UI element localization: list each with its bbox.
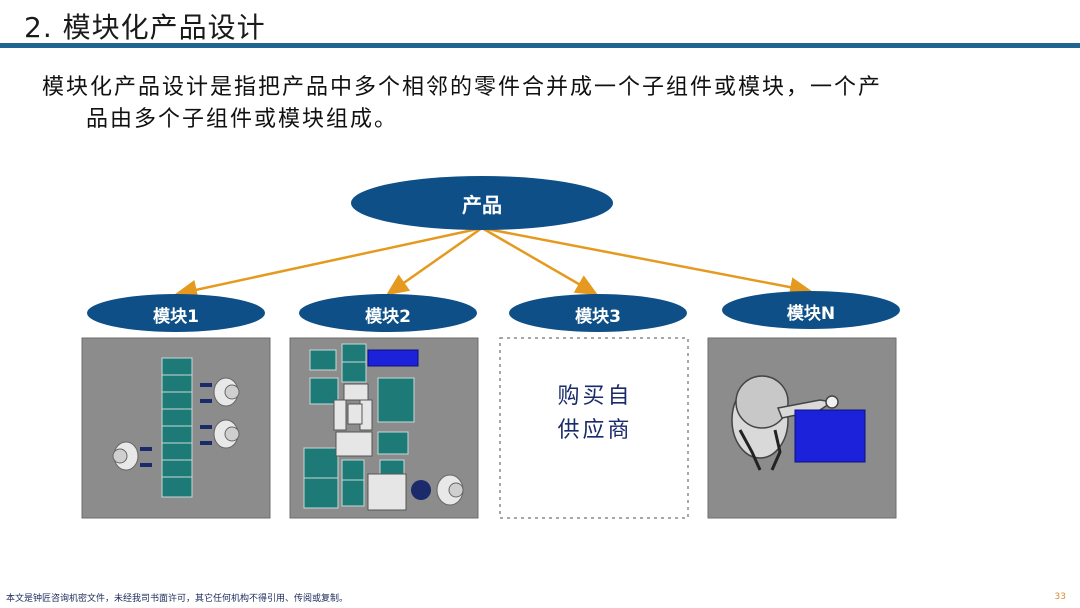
product-label: 产品	[462, 193, 502, 217]
white-box-icon	[367, 473, 407, 511]
connector-arrows	[174, 226, 813, 300]
supplier-text: 购买自 供应商	[500, 380, 690, 448]
blue-machine-icon	[367, 349, 419, 367]
product-ellipse	[351, 176, 613, 230]
supplier-line-2: 供应商	[557, 418, 633, 443]
description-line-1: 模块化产品设计是指把产品中多个相邻的零件合并成一个子组件或模块，一个产	[42, 75, 883, 100]
module-3-ellipse	[509, 294, 687, 332]
module-1-ellipse	[87, 294, 265, 332]
blue-workstation-icon	[794, 409, 866, 463]
worker-icon	[112, 377, 240, 471]
module-2-label: 模块2	[365, 307, 411, 327]
title-divider	[0, 43, 1080, 48]
module-2-panel	[289, 337, 479, 519]
confidential-note: 本文是钟匠咨询机密文件，未经我司书面许可，其它任何机构不得引用、传阅或复制。	[6, 594, 349, 604]
robot-arm-icon	[333, 383, 373, 457]
page-title: 2. 模块化产品设计	[24, 11, 266, 44]
module-1-label: 模块1	[153, 307, 199, 327]
module-n-panel	[707, 337, 897, 519]
page-number: 33	[1054, 592, 1066, 602]
worker-robot-icon	[731, 375, 839, 471]
machine-blocks-icon	[303, 343, 415, 509]
description: 模块化产品设计是指把产品中多个相邻的零件合并成一个子组件或模块，一个产 品由多个…	[42, 72, 1002, 136]
arrow-to-module-2	[385, 226, 483, 296]
arrow-to-module-1	[174, 226, 483, 300]
module-3-panel	[499, 337, 689, 519]
supplier-line-1: 购买自	[557, 384, 633, 409]
arrow-to-module-n	[481, 226, 813, 298]
conveyor-icon	[161, 357, 193, 498]
operator-icon	[411, 474, 464, 506]
module-3-label: 模块3	[575, 307, 621, 327]
module-n-label: 模块N	[786, 304, 836, 324]
arrow-to-module-3	[481, 226, 599, 296]
description-line-2: 品由多个子组件或模块组成。	[86, 107, 399, 132]
module-n-ellipse	[722, 291, 900, 329]
module-1-panel	[81, 337, 271, 519]
module-2-ellipse	[299, 294, 477, 332]
